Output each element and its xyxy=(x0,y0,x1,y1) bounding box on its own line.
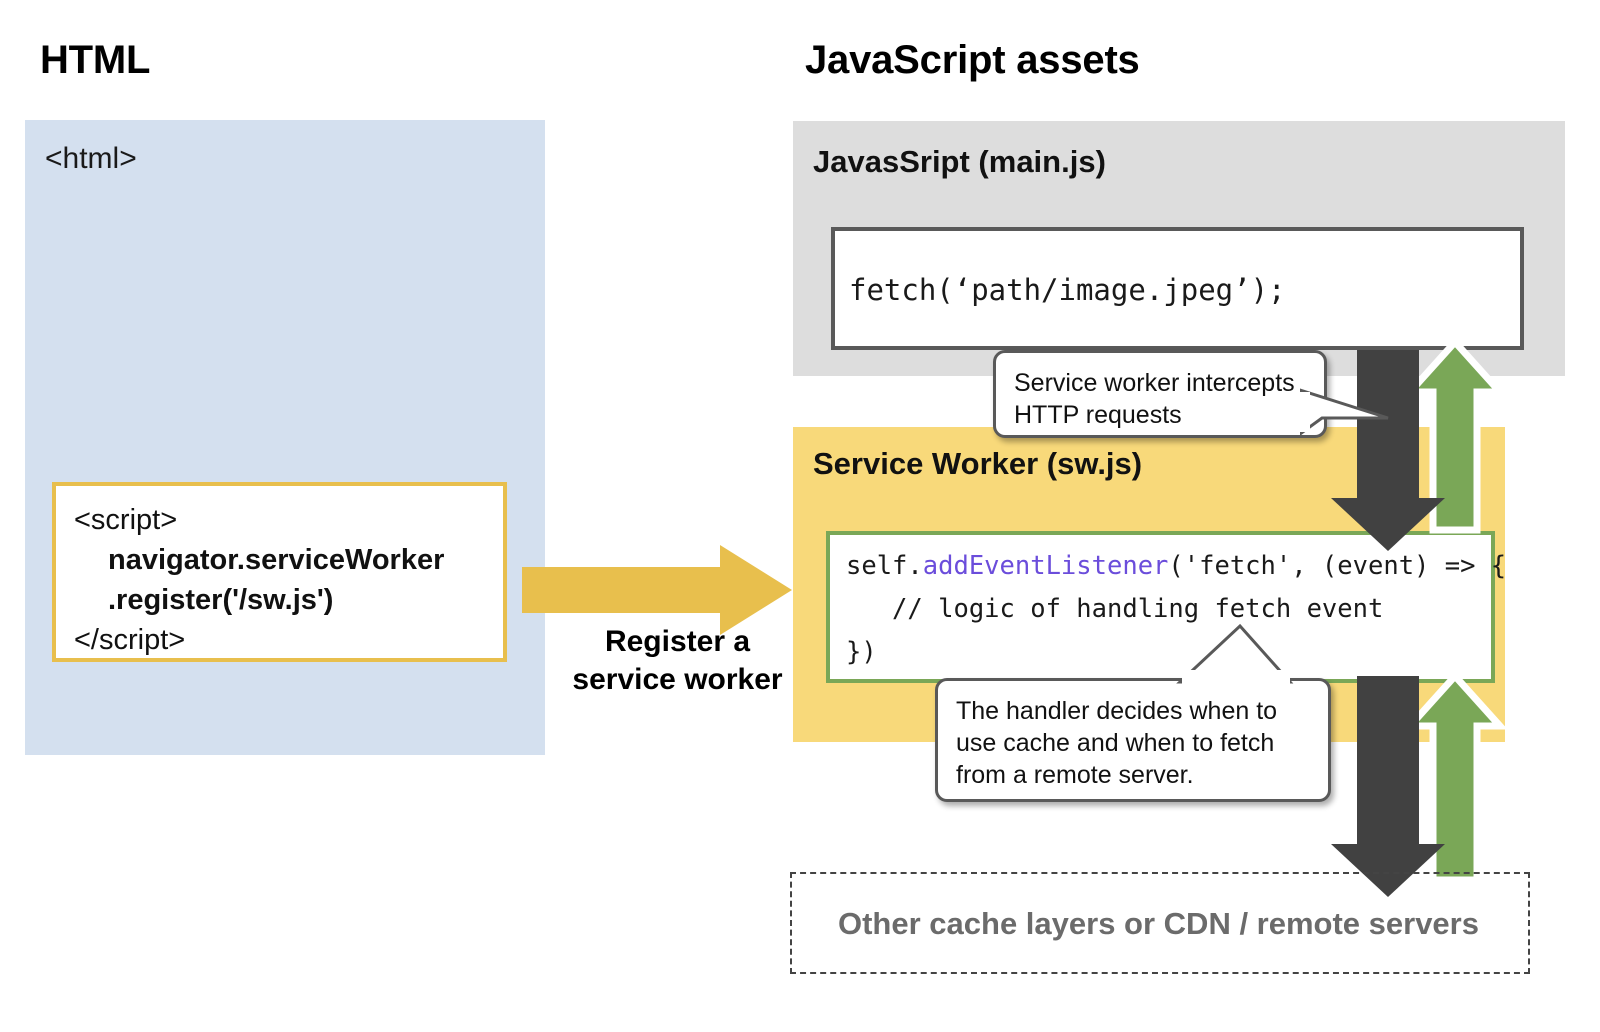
script-registration-code-box: <script> navigator.serviceWorker .regist… xyxy=(52,482,507,662)
callout-handler-tail xyxy=(1176,623,1294,688)
sw-code-line-2: // logic of handling fetch event xyxy=(846,594,1384,624)
mainjs-panel-label: JavasSript (main.js) xyxy=(813,144,1106,179)
script-code-line-2: navigator.serviceWorker xyxy=(108,544,445,576)
javascript-assets-column-heading: JavaScript assets xyxy=(805,38,1140,82)
sw-code-line-1: self.addEventListener('fetch', (event) =… xyxy=(830,535,1506,588)
html-open-tag-label: <html> xyxy=(45,142,137,175)
sw-code-line-1-suffix: ('fetch', (event) => { xyxy=(1168,551,1507,581)
sw-code-line-1-function: addEventListener xyxy=(922,551,1169,581)
callout-handler-decides: The handler decides when to use cache an… xyxy=(935,678,1331,802)
script-code-line-1: <script> xyxy=(74,504,178,536)
fetch-call-code: fetch(‘path/image.jpeg’); xyxy=(849,273,1286,307)
remote-servers-panel xyxy=(790,872,1530,974)
script-code-line-4: </script> xyxy=(74,624,186,656)
sw-code-line-1-prefix: self. xyxy=(846,551,923,581)
callout-intercept-text: Service worker intercepts HTTP requests xyxy=(1014,369,1295,429)
callout-handler-text: The handler decides when to use cache an… xyxy=(956,697,1278,789)
html-column-heading: HTML xyxy=(40,38,151,82)
callout-intercept-tail xyxy=(1300,388,1389,436)
right-arrow-icon xyxy=(522,545,792,635)
register-service-worker-label: Register a service worker xyxy=(572,625,783,696)
mainjs-code-box: fetch(‘path/image.jpeg’); xyxy=(831,227,1524,350)
remote-servers-label: Other cache layers or CDN / remote serve… xyxy=(838,906,1479,941)
script-code-line-3: .register('/sw.js') xyxy=(108,584,334,616)
service-worker-panel-label: Service Worker (sw.js) xyxy=(813,446,1143,481)
callout-intercept-requests: Service worker intercepts HTTP requests xyxy=(993,350,1327,438)
sw-code-line-3: }) xyxy=(846,637,877,667)
